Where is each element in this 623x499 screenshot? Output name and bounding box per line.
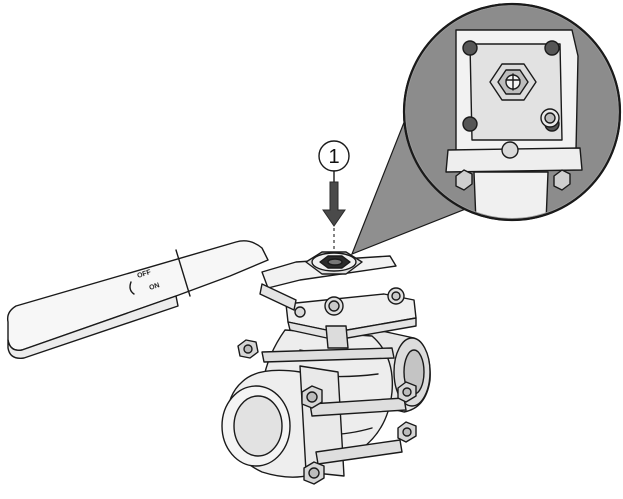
valve-body xyxy=(221,327,431,485)
bolt-nuts xyxy=(237,339,417,485)
down-arrow-icon xyxy=(322,181,346,227)
handle-label-off: OFF xyxy=(136,269,152,280)
pad-screws xyxy=(294,287,405,318)
inset-stem-nut xyxy=(489,63,537,101)
stem-nut xyxy=(305,251,363,275)
mounting-pad xyxy=(285,287,417,349)
callout-1: 1 xyxy=(318,140,350,250)
handle-label-on: ON xyxy=(148,282,160,292)
handle-labels: OFF ON xyxy=(129,269,161,295)
tie-bolts xyxy=(261,347,407,465)
zoom-inset xyxy=(350,2,622,256)
callout-number: 1 xyxy=(328,146,339,168)
